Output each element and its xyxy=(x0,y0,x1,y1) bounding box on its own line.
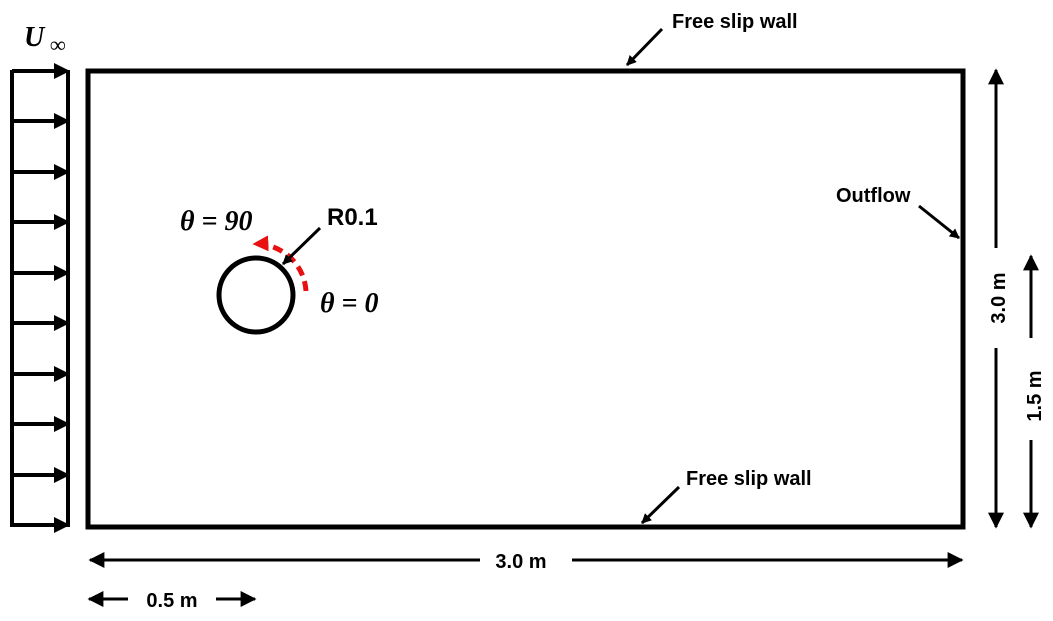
center-offset-label: 0.5 m xyxy=(146,590,197,612)
inflow-arrow-head xyxy=(54,214,70,230)
inflow-arrow-head xyxy=(54,467,70,483)
inflow-profile xyxy=(10,63,70,533)
inflow-velocity-label: U xyxy=(24,22,46,53)
inflow-arrow-head xyxy=(54,416,70,432)
radius-pointer-arrow xyxy=(281,226,322,266)
bottom-wall-label: Free slip wall xyxy=(686,468,812,490)
inflow-arrow-head xyxy=(54,517,70,533)
inflow-arrow-head xyxy=(54,113,70,129)
cylinder xyxy=(216,255,296,335)
domain-length-label: 3.0 m xyxy=(495,551,546,573)
theta-0-label: θ = 0 xyxy=(320,288,379,319)
computational-domain xyxy=(85,68,966,530)
inflow-arrow-head xyxy=(54,63,70,79)
center-height-label: 1.5 m xyxy=(1024,370,1046,421)
outflow-pointer-arrow xyxy=(918,204,960,240)
top-wall-label: Free slip wall xyxy=(672,11,798,33)
inflow-arrow-head xyxy=(54,315,70,331)
domain-height-label: 3.0 m xyxy=(988,272,1010,323)
outflow-label: Outflow xyxy=(836,185,911,207)
inflow-arrow-head xyxy=(54,265,70,281)
inflow-velocity-subscript: ∞ xyxy=(50,32,66,57)
top-wall-pointer-arrow xyxy=(625,27,664,67)
bottom-wall-pointer-arrow xyxy=(640,485,681,525)
inflow-arrow-head xyxy=(54,164,70,180)
inflow-arrows xyxy=(12,63,70,533)
inflow-arrow-head xyxy=(54,366,70,382)
radius-label: R0.1 xyxy=(327,204,378,231)
theta-90-label: θ = 90 xyxy=(180,206,253,237)
